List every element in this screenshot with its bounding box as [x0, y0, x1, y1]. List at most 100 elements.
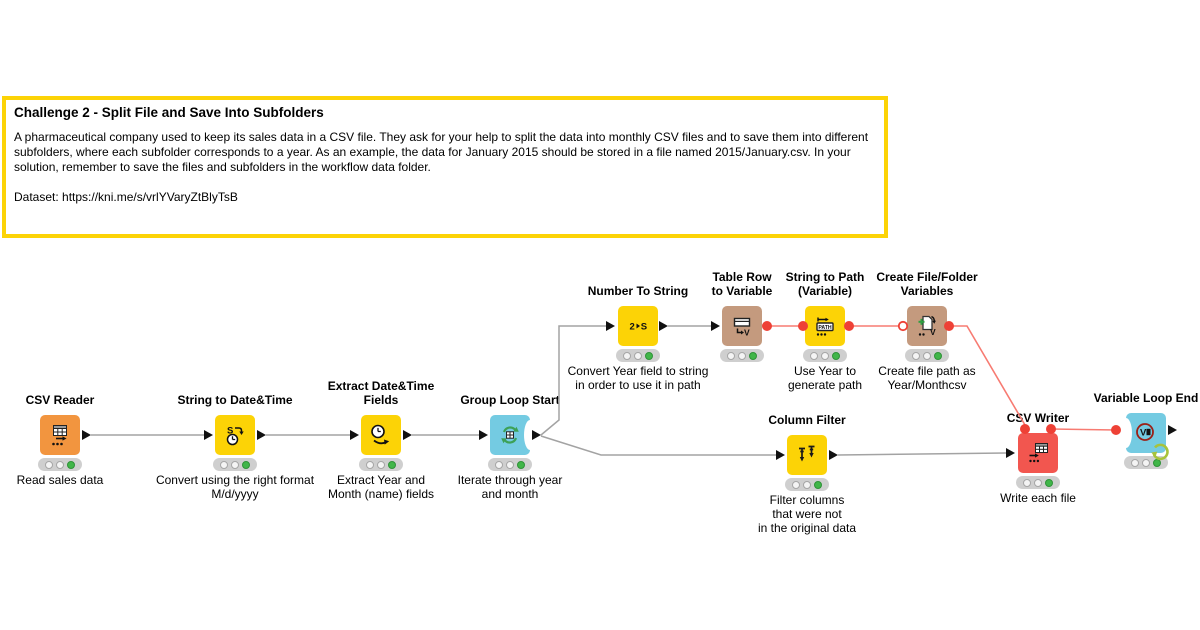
node-caption: Convert Year field to string in order to… — [567, 364, 709, 392]
svg-text:V: V — [930, 327, 936, 337]
light-red — [1023, 478, 1031, 487]
node-caption: Read sales data — [16, 473, 104, 487]
node-caption: Create file path as Year/Monthcsv — [878, 364, 976, 392]
traffic-light — [38, 458, 82, 471]
node-label: Column Filter — [768, 413, 846, 427]
node-variable-loop-end[interactable]: Variable Loop End V — [1094, 391, 1198, 469]
light-red — [495, 460, 503, 469]
traffic-light — [1016, 476, 1060, 489]
file-table-write-icon — [1029, 443, 1048, 463]
loop-grid-icon — [501, 426, 519, 444]
input-port-s2dt — [204, 430, 213, 440]
light-yellow — [634, 351, 642, 360]
node-csv-reader[interactable]: CSV Reader Read sales data — [17, 393, 104, 487]
node-label: CSV Writer — [1006, 411, 1070, 425]
node-string-to-path[interactable]: String to Path (Variable) PATH Use Year … — [786, 270, 865, 392]
traffic-light — [905, 349, 949, 362]
variable-input-createfile — [897, 320, 909, 332]
annotation-body: A pharmaceutical company used to keep it… — [14, 130, 869, 174]
input-port-extract — [350, 430, 359, 440]
light-red — [810, 351, 818, 360]
svg-text:S: S — [227, 426, 233, 437]
light-yellow — [506, 460, 514, 469]
node-label: Table Row to Variable — [711, 270, 773, 298]
connection-loopstart-to-columnfilter — [540, 435, 776, 456]
variable-loop-end-icon: V — [1136, 423, 1154, 441]
output-port-csv-reader — [82, 430, 91, 440]
light-yellow — [56, 460, 64, 469]
light-green — [1045, 478, 1053, 487]
node-column-filter[interactable]: Column Filter Filter columns that were n… — [758, 413, 856, 535]
node-table-row-to-variable[interactable]: Table Row to Variable V — [712, 270, 772, 362]
node-caption: Iterate through year and month — [457, 473, 563, 501]
svg-text:V: V — [744, 328, 750, 338]
node-label: Extract Date&Time Fields — [327, 379, 435, 407]
traffic-light — [488, 458, 532, 471]
node-caption: Write each file — [1000, 491, 1076, 505]
light-yellow — [821, 351, 829, 360]
light-yellow — [1034, 478, 1042, 487]
light-green — [814, 480, 822, 489]
light-red — [366, 460, 374, 469]
annotation-dataset-link: Dataset: https://kni.me/s/vrlYVaryZtBlyT… — [14, 190, 238, 204]
variable-output-tablerow — [762, 321, 772, 331]
light-red — [1131, 458, 1139, 467]
string-to-datetime-icon: S — [226, 426, 244, 446]
svg-text:S: S — [641, 322, 647, 333]
traffic-light — [359, 458, 403, 471]
input-port-columnfilter — [776, 450, 785, 460]
loop-state-icon — [1150, 439, 1172, 466]
node-string-to-datetime[interactable]: String to Date&Time S Convert using the … — [156, 393, 314, 501]
node-caption: Convert using the right format M/d/yyyy — [155, 473, 315, 501]
light-red — [220, 460, 228, 469]
light-yellow — [923, 351, 931, 360]
light-green — [388, 460, 396, 469]
output-port-loopend — [1168, 425, 1177, 435]
input-port-numbertostring — [606, 321, 615, 331]
node-csv-writer[interactable]: CSV Writer Write each file — [1000, 411, 1076, 505]
output-port-numbertostring — [659, 321, 668, 331]
number-to-string-icon: 2 S — [630, 322, 648, 333]
light-red — [792, 480, 800, 489]
node-label: Create File/Folder Variables — [876, 270, 978, 298]
light-green — [67, 460, 75, 469]
traffic-light — [616, 349, 660, 362]
output-port-extract — [403, 430, 412, 440]
variable-output-stringtopath — [844, 321, 854, 331]
annotation-title: Challenge 2 - Split File and Save Into S… — [14, 105, 324, 120]
node-number-to-string[interactable]: Number To String 2 S Convert Year field … — [568, 284, 709, 392]
connection-csvwriter-to-loopend — [1050, 428, 1117, 431]
node-extract-datetime-fields[interactable]: Extract Date&Time Fields Extract Year an… — [328, 379, 435, 501]
svg-text:PATH: PATH — [818, 325, 832, 331]
node-label: Variable Loop End — [1093, 391, 1199, 405]
light-green — [242, 460, 250, 469]
node-label: Number To String — [587, 284, 689, 298]
svg-text:V: V — [1140, 428, 1147, 439]
node-caption: Extract Year and Month (name) fields — [327, 473, 435, 501]
light-yellow — [803, 480, 811, 489]
clock-extract-icon — [371, 424, 390, 445]
light-green — [749, 351, 757, 360]
light-red — [912, 351, 920, 360]
svg-text:2: 2 — [630, 322, 635, 333]
node-caption: Use Year to generate path — [787, 364, 863, 392]
light-yellow — [231, 460, 239, 469]
traffic-light — [785, 478, 829, 491]
string-to-path-icon: PATH — [816, 317, 834, 336]
light-yellow — [738, 351, 746, 360]
light-yellow — [377, 460, 385, 469]
traffic-light — [803, 349, 847, 362]
node-create-file-folder-variables[interactable]: Create File/Folder Variables V Create fi… — [876, 270, 977, 392]
light-green — [832, 351, 840, 360]
column-filter-icon — [799, 445, 815, 462]
input-port-loopstart — [479, 430, 488, 440]
node-label: CSV Reader — [25, 393, 95, 407]
workflow-annotation[interactable]: Challenge 2 - Split File and Save Into S… — [2, 96, 888, 238]
traffic-light — [720, 349, 764, 362]
input-port-csvwriter — [1006, 448, 1015, 458]
node-group-loop-start[interactable]: Group Loop Start Iterate through year an… — [458, 393, 563, 501]
light-green — [517, 460, 525, 469]
node-caption: Filter columns that were not in the orig… — [757, 493, 857, 535]
light-yellow — [1142, 458, 1150, 467]
